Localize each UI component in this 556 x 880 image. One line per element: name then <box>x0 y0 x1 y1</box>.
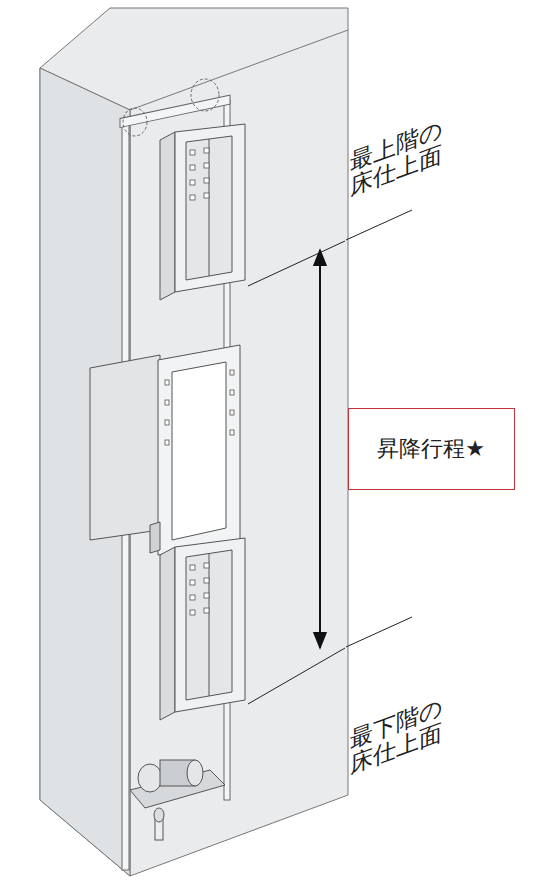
sheaves <box>123 79 219 136</box>
travel-arrow <box>319 250 321 648</box>
floor-label: 最上階の 床仕上面 <box>350 111 456 200</box>
floor-label: 最下階の 床仕上面 <box>350 689 456 778</box>
callout-box: 昇降行程★ <box>348 408 515 490</box>
callout-text: 昇降行程★ <box>377 434 485 464</box>
buttons <box>165 148 234 615</box>
elevator-shaft <box>40 8 348 876</box>
elevator-car <box>90 345 240 555</box>
hoist-machine <box>130 760 225 840</box>
lower-landing-door <box>160 538 245 720</box>
upper-landing-door <box>160 124 245 300</box>
